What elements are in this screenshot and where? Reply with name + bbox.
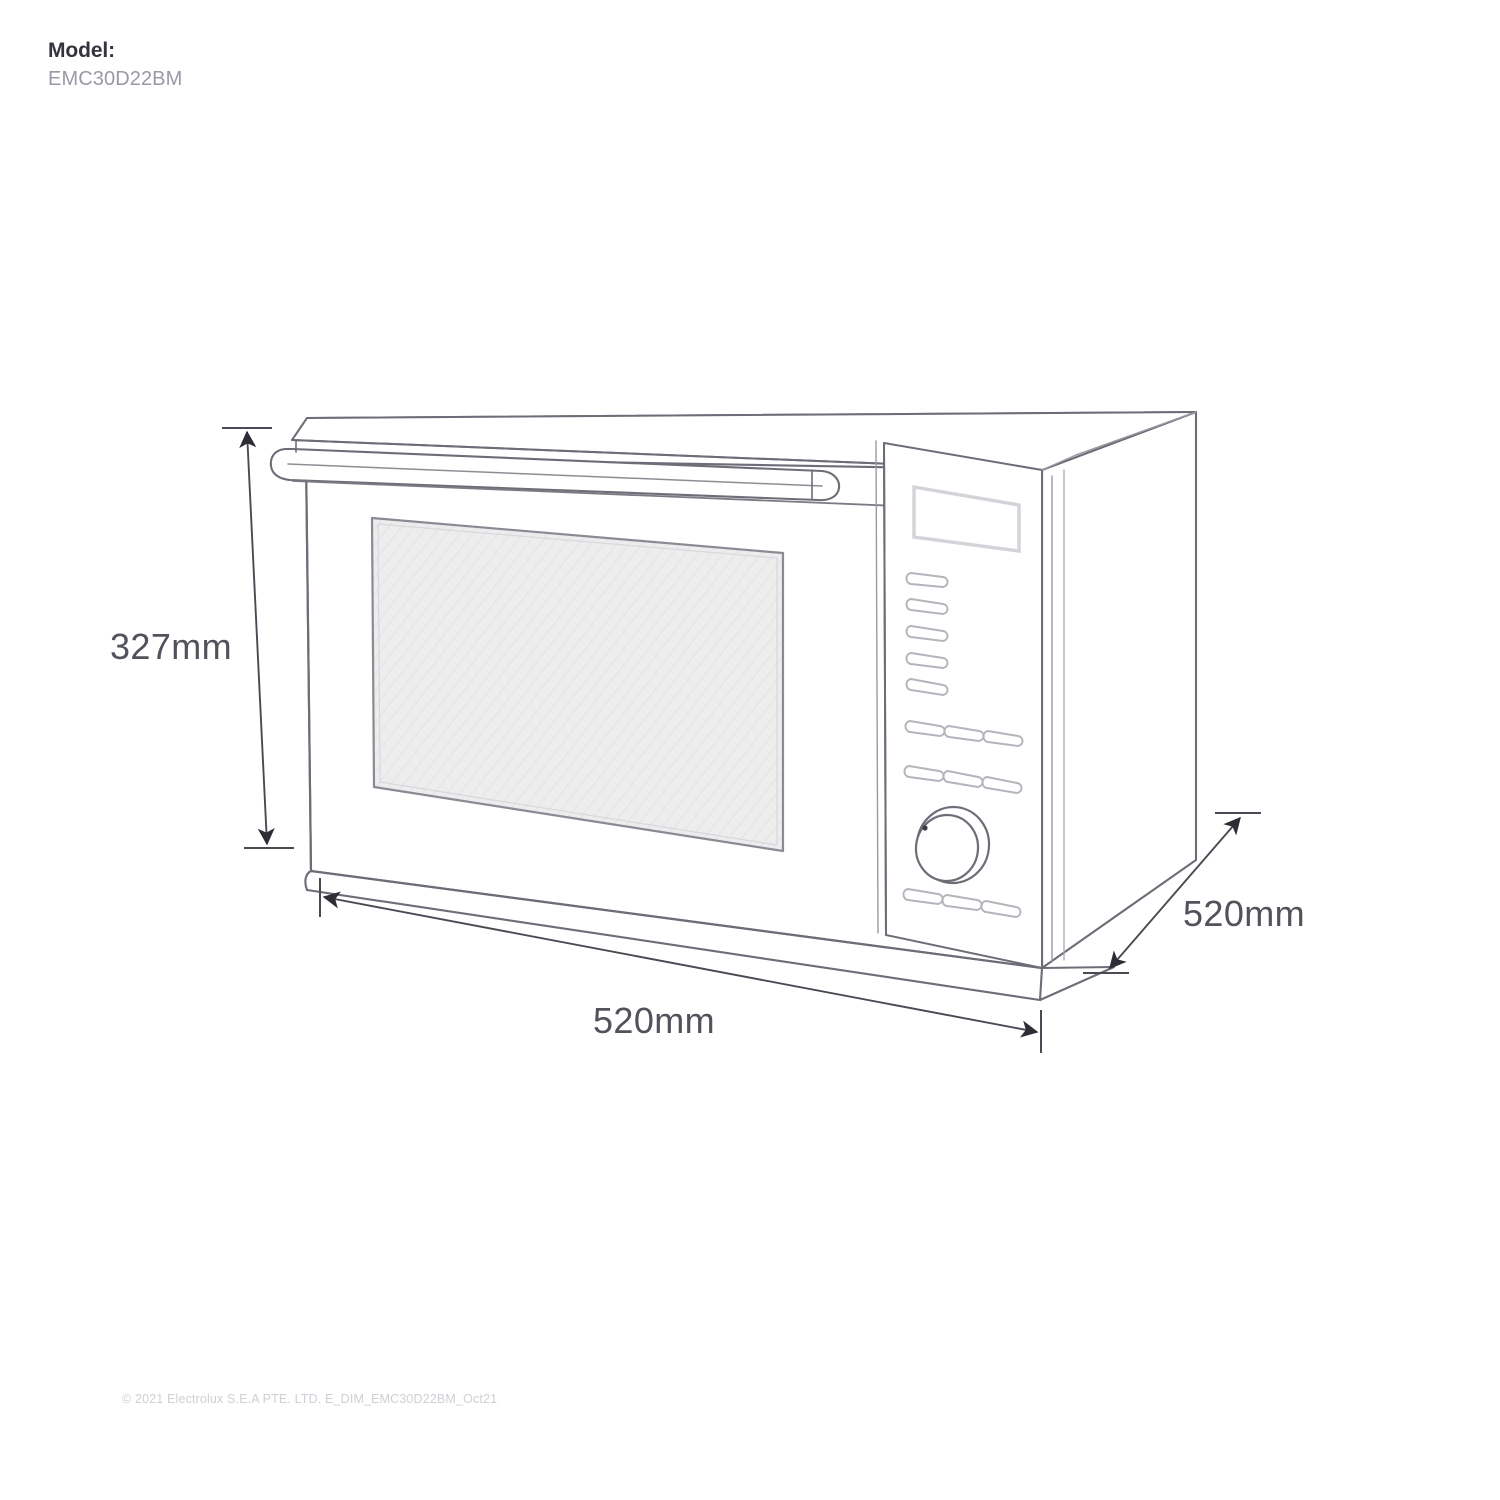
- door-top-right-corner-fold: [1041, 411, 1197, 471]
- base-right-corner: [1038, 966, 1044, 1002]
- dimension-label-width: 520mm: [593, 1000, 716, 1041]
- door-window-inner-bevel: [377, 523, 778, 846]
- panel-button-grid-r1c2[interactable]: [943, 725, 985, 742]
- digital-display[interactable]: [912, 484, 1021, 553]
- model-header: Model: EMC30D22BM: [48, 38, 182, 92]
- panel-button-grid-r2c2[interactable]: [942, 770, 984, 788]
- panel-button-grid-r1c3[interactable]: [982, 730, 1024, 747]
- base-right-return: [1038, 965, 1116, 1002]
- dim-width-line: [322, 891, 1039, 1038]
- dim-height-line: [239, 430, 275, 846]
- panel-button-col-3[interactable]: [905, 625, 949, 642]
- door-window-glass: [370, 516, 785, 853]
- panel-button-grid-r2c3[interactable]: [981, 776, 1023, 794]
- dimension-label-height: 327mm: [110, 626, 233, 667]
- model-number: EMC30D22BM: [48, 67, 183, 90]
- handle-inner-highlight: [287, 463, 823, 487]
- rotary-knob-indicator-dot: [922, 825, 928, 831]
- panel-button-col-1[interactable]: [905, 572, 949, 588]
- dimension-label-depth: 520mm: [1183, 893, 1306, 934]
- panel-button-grid-r2c1[interactable]: [903, 765, 945, 782]
- copyright-footer: © 2021 Electrolux S.E.A PTE. LTD. E_DIM_…: [122, 1392, 498, 1406]
- panel-button-col-4[interactable]: [905, 652, 949, 669]
- dim-depth-line: [1109, 816, 1241, 970]
- dimension-height: [222, 427, 294, 849]
- model-label: Model:: [48, 39, 116, 62]
- button-grid[interactable]: [903, 720, 1024, 794]
- cabinet-right-side-panel: [1040, 410, 1198, 970]
- dimension-depth: [1083, 812, 1261, 974]
- control-panel-controls: [902, 484, 1024, 918]
- dimension-width: [319, 878, 1042, 1053]
- door-panel-seam: [875, 440, 879, 934]
- panel-button-col-2[interactable]: [905, 598, 949, 615]
- button-column[interactable]: [905, 572, 949, 696]
- rotary-knob-cap[interactable]: [913, 812, 982, 884]
- panel-button-col-5[interactable]: [905, 678, 949, 696]
- control-panel-divider-line: [883, 442, 887, 936]
- rotary-knob[interactable]: [913, 803, 993, 886]
- panel-button-grid-r1c1[interactable]: [904, 720, 946, 737]
- oven-body: [269, 410, 1198, 1002]
- base-left-corner-fillet: [304, 869, 313, 892]
- door-left-edge: [304, 455, 313, 873]
